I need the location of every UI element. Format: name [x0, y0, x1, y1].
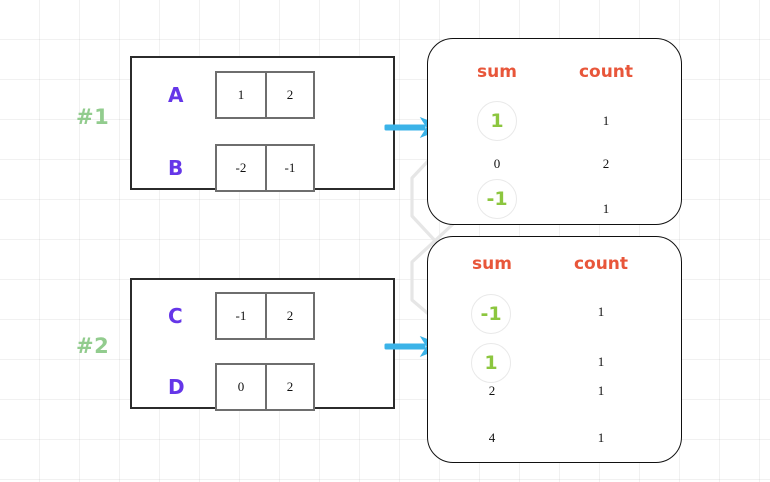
cell-a-1: 2 — [264, 73, 313, 117]
table-2-sum-3: 4 — [488, 430, 496, 445]
cell-d-0: 0 — [237, 379, 245, 394]
aggregate-table-1 — [427, 38, 682, 225]
row-letter-a: A — [168, 83, 184, 107]
table-2-count-1: 1 — [597, 354, 605, 369]
table-1-count-0: 1 — [602, 113, 610, 128]
aggregate-table-2 — [427, 236, 682, 463]
cell-c-1: 2 — [264, 294, 313, 338]
group-label-1: #1 — [76, 105, 110, 129]
group-box-2: C -1 2 D 0 2 — [130, 278, 395, 411]
table-2-header-sum: sum — [472, 254, 512, 274]
table-2-sum-bubble-0: -1 — [471, 294, 511, 334]
cell-pair-a: 1 2 — [215, 71, 315, 119]
table-1-sum-bubble-0: 1 — [477, 101, 517, 141]
cell-b-1: -1 — [264, 146, 313, 190]
table-1-header-count: count — [578, 62, 634, 82]
row-letter-d: D — [168, 375, 185, 399]
table-2-sum-bubble-1: 1 — [471, 343, 511, 383]
table-1-count-1: 2 — [602, 156, 610, 171]
table-2-count-3: 1 — [597, 430, 605, 445]
cell-b-0: -2 — [235, 160, 247, 175]
cell-pair-b: -2 -1 — [215, 144, 315, 192]
table-2-sum-2: 2 — [488, 383, 496, 398]
cell-pair-d: 0 2 — [215, 363, 315, 411]
row-letter-b: B — [168, 156, 184, 180]
table-1-sum-1: 0 — [493, 156, 501, 171]
cell-pair-c: -1 2 — [215, 292, 315, 340]
group-label-2: #2 — [76, 334, 110, 358]
table-2-count-0: 1 — [597, 304, 605, 319]
cell-c-0: -1 — [235, 308, 247, 323]
table-1-sum-bubble-2: -1 — [477, 179, 517, 219]
group-box-1: A 1 2 B -2 -1 — [130, 56, 395, 192]
table-2-count-2: 1 — [597, 383, 605, 398]
table-1-count-2: 1 — [602, 201, 610, 216]
cell-a-0: 1 — [237, 87, 245, 102]
cell-d-1: 2 — [264, 365, 313, 409]
table-2-header-count: count — [573, 254, 629, 274]
row-letter-c: C — [168, 304, 183, 328]
table-1-header-sum: sum — [477, 62, 517, 82]
